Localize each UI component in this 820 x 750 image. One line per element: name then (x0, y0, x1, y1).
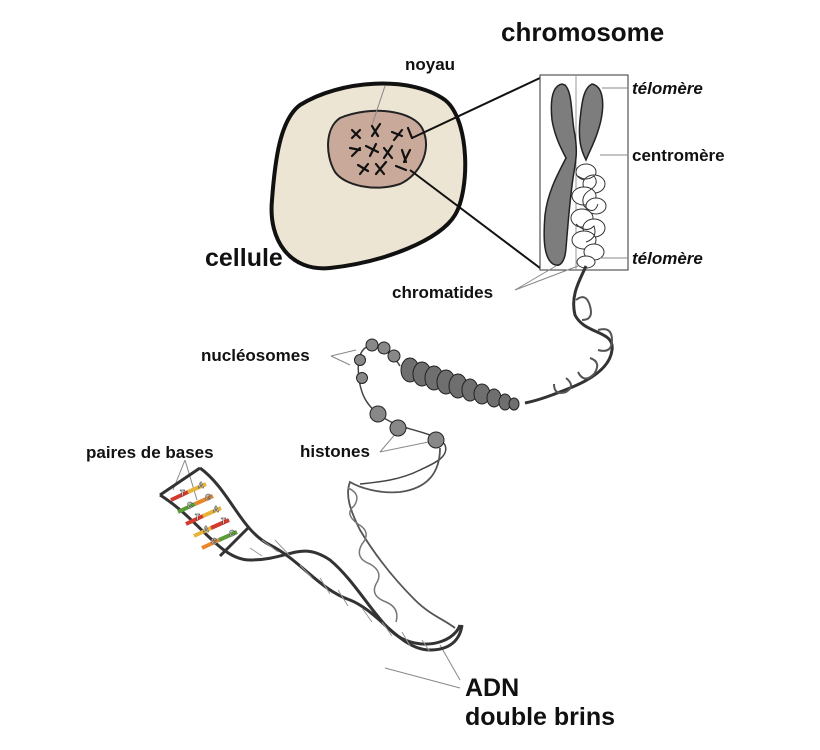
histones-label: histones (300, 442, 370, 461)
base-letter: T (195, 513, 200, 522)
dna-strand-b (199, 466, 464, 652)
nucleus (327, 109, 428, 189)
base-letter: C (229, 529, 235, 538)
base-letter: T (180, 489, 185, 498)
chromatin-fiber-coils (553, 296, 614, 394)
nucleosomes-label: nucléosomes (201, 346, 310, 365)
telomere-bottom-label: télomère (632, 249, 703, 268)
centromere-label: centromère (632, 146, 725, 165)
chromatin-fiber (524, 265, 614, 405)
solenoid-fiber (400, 357, 520, 411)
nucleosome-beads (354, 338, 445, 449)
chromatid-left (543, 83, 578, 266)
secondary-helix (347, 487, 398, 623)
zoom-line-top (411, 77, 541, 139)
chromatides-label: chromatides (392, 283, 494, 302)
zoom-line-bottom (409, 169, 541, 269)
dna-label: ADN double brins (465, 674, 615, 732)
dna-rungs (249, 539, 431, 653)
telomere-top-label: télomère (632, 79, 703, 98)
base-letter: A (213, 505, 219, 514)
base-letter: A (198, 481, 204, 490)
dna-label-line2: double brins (465, 702, 615, 731)
nucleus-chromosomes (348, 122, 414, 176)
base-letter: G (205, 493, 211, 502)
base-pair-ladder (159, 466, 250, 558)
base-letter: T (221, 517, 226, 526)
dna-label-line1: ADN (465, 674, 520, 702)
coiled-chromatin (570, 163, 607, 269)
base-letter: G (211, 537, 217, 546)
chromatid-right (578, 83, 604, 162)
dna-strand-a (159, 493, 462, 646)
base-pairs-label: paires de bases (86, 443, 214, 462)
base-letter: A (203, 525, 209, 534)
cellule-label: cellule (205, 244, 283, 272)
base-letter: C (187, 501, 193, 510)
chromosome-title: chromosome (501, 17, 665, 47)
linker-dna (347, 447, 456, 629)
noyau-label: noyau (405, 55, 456, 74)
